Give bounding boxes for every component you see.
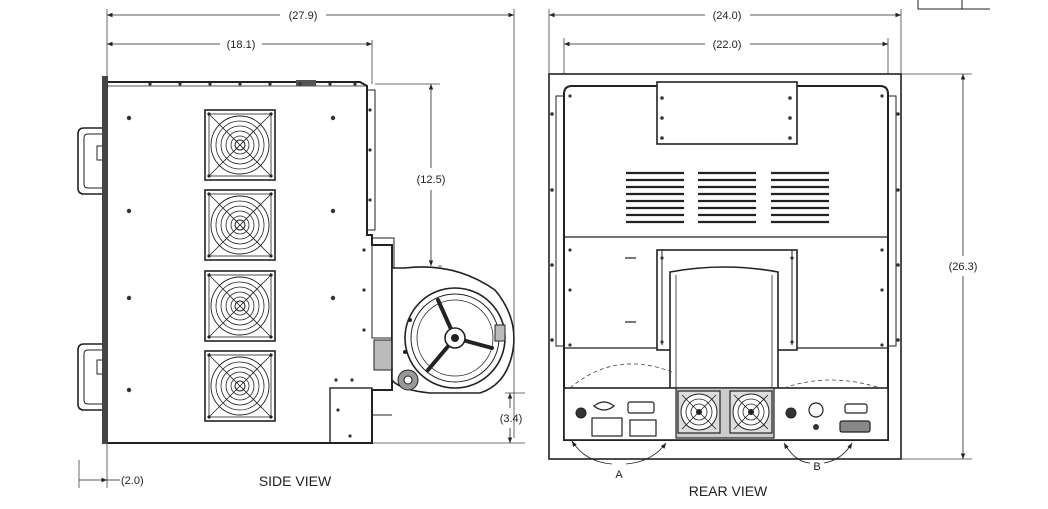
left-rail <box>555 95 565 347</box>
fan-icon <box>204 350 276 422</box>
side-view-label: SIDE VIEW <box>259 473 332 489</box>
dim-side-chassis-width: (18.1) <box>227 39 256 51</box>
d-sub-connector <box>627 401 655 414</box>
rail-screws <box>550 94 900 347</box>
rear-view: (24.0) (22.0) (26.3) <box>548 0 990 499</box>
point-a-label: A <box>615 469 623 481</box>
dim-rear-panel-width: (22.0) <box>713 39 742 51</box>
access-plate <box>656 81 798 145</box>
dim-rear-overall-width: (24.0) <box>713 10 742 22</box>
ground-stud <box>785 407 797 419</box>
swing-arrow <box>571 440 613 465</box>
chassis-screws <box>126 82 372 438</box>
adjacent-view-fragment <box>917 0 990 10</box>
circular-connector <box>593 401 615 411</box>
ground-stud <box>575 407 587 419</box>
small-fan-icon <box>729 390 773 434</box>
side-view: (27.9) (18.1) (12.5) (3.4) (2.0) <box>77 9 525 489</box>
swing-arrow <box>823 442 853 464</box>
indicator-lamp <box>813 424 819 430</box>
top-bracket <box>296 80 316 86</box>
dim-side-foot-height: (3.4) <box>500 413 523 425</box>
swing-arc-b <box>783 379 881 389</box>
label-plate <box>629 419 657 437</box>
dim-side-blower-height: (12.5) <box>417 174 446 186</box>
handle-bottom <box>77 343 106 411</box>
power-switch <box>808 402 824 418</box>
d-sub-connector <box>844 403 868 414</box>
fan-icon <box>204 109 276 181</box>
dim-rear-overall-height: (26.3) <box>949 261 978 273</box>
swing-arrow <box>625 442 667 465</box>
vent-louvers <box>626 171 829 224</box>
access-plate-screws <box>660 96 792 140</box>
multipin-connector <box>839 420 871 433</box>
blower-housing-rear <box>669 266 779 396</box>
dim-side-overall-width: (27.9) <box>289 10 318 22</box>
handle-top <box>77 127 106 195</box>
rear-flange <box>366 89 376 231</box>
blower-connector <box>373 339 393 371</box>
right-rail <box>887 95 897 347</box>
blower-assembly <box>391 266 515 394</box>
swing-arrow <box>783 442 811 464</box>
rear-view-label: REAR VIEW <box>689 483 768 499</box>
front-panel-edge <box>102 76 108 444</box>
dim-side-handle-depth: (2.0) <box>121 475 144 487</box>
label-plate <box>591 417 623 437</box>
fan-icon <box>204 270 276 342</box>
small-fan-icon <box>677 390 721 434</box>
point-b-label: B <box>813 461 820 473</box>
fan-icon <box>204 189 276 261</box>
side-chassis-outline <box>106 81 393 444</box>
